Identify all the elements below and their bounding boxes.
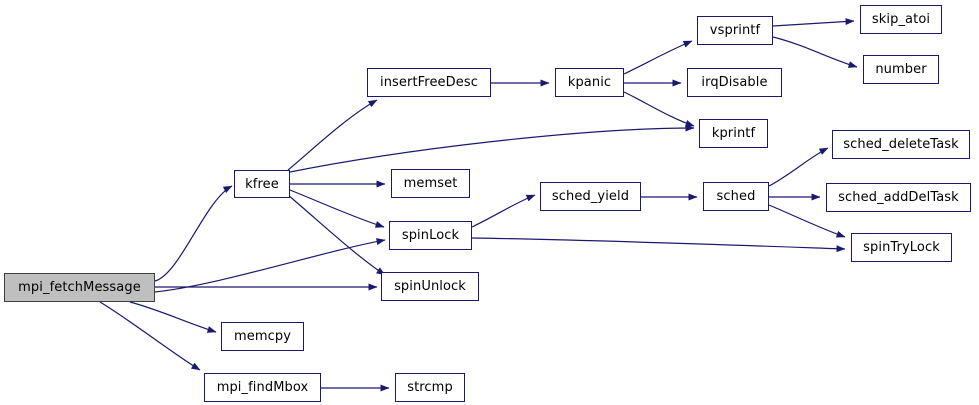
graph-edge-kfree-to-kprintf [289, 124, 695, 173]
graph-edge-mpi_fetchMessage-to-memcpy [129, 301, 217, 333]
graph-edge-kpanic-to-kprintf [623, 91, 695, 127]
graph-node-label: spinLock [401, 228, 460, 243]
graph-node-insertFreeDesc[interactable]: insertFreeDesc [367, 68, 491, 97]
graph-edge-mpi_fetchMessage-to-kfree [154, 185, 233, 282]
graph-node-label: sched_deleteTask [843, 137, 959, 152]
graph-node-label: mpi_fetchMessage [18, 280, 141, 295]
graph-node-kpanic[interactable]: kpanic [555, 68, 624, 97]
graph-node-kfree[interactable]: kfree [234, 170, 290, 198]
graph-node-label: spinUnlock [394, 279, 466, 294]
graph-node-label: vsprintf [709, 23, 761, 38]
graph-edge-sched-to-sched_deleteTask [768, 147, 829, 187]
graph-edge-spinLock-to-sched_yield [471, 194, 536, 228]
graph-edge-spinLock-to-spinTryLock [471, 237, 846, 253]
graph-node-number[interactable]: number [863, 55, 939, 84]
graph-node-spinTryLock[interactable]: spinTryLock [851, 233, 952, 262]
graph-node-skip_atoi[interactable]: skip_atoi [860, 5, 942, 34]
graph-node-memset[interactable]: memset [391, 169, 470, 198]
graph-edge-mpi_fetchMessage-to-mpi_findMbox [99, 301, 201, 371]
graph-node-sched_deleteTask[interactable]: sched_deleteTask [832, 130, 970, 159]
graph-node-label: kpanic [567, 75, 612, 90]
graph-node-strcmp[interactable]: strcmp [395, 373, 465, 402]
graph-edge-kfree-to-spinUnlock [287, 194, 386, 276]
graph-node-label: memcpy [233, 329, 292, 344]
graph-edge-mpi_fetchMessage-to-spinLock [154, 238, 386, 293]
graph-node-label: skip_atoi [871, 12, 931, 27]
graph-node-label: number [875, 62, 927, 77]
graph-node-label: sched_addDelTask [838, 190, 959, 205]
graph-node-kprintf[interactable]: kprintf [699, 119, 768, 148]
graph-node-label: sched [716, 189, 756, 204]
graph-node-mpi_fetchMessage[interactable]: mpi_fetchMessage [4, 273, 155, 302]
graph-edge-vsprintf-to-number [772, 36, 858, 68]
graph-node-label: irqDisable [701, 75, 768, 90]
graph-node-memcpy[interactable]: memcpy [221, 322, 304, 351]
graph-node-label: strcmp [407, 380, 453, 395]
graph-node-label: memset [403, 176, 458, 191]
graph-node-sched_yield[interactable]: sched_yield [540, 182, 641, 211]
graph-node-irqDisable[interactable]: irqDisable [687, 68, 782, 97]
graph-edge-kfree-to-spinLock [289, 189, 385, 228]
graph-node-mpi_findMbox[interactable]: mpi_findMbox [204, 373, 321, 402]
graph-node-label: kfree [245, 176, 279, 192]
graph-node-sched[interactable]: sched [703, 182, 769, 211]
graph-edge-kpanic-to-vsprintf [623, 40, 693, 75]
graph-node-label: sched_yield [551, 189, 630, 204]
graph-node-label: insertFreeDesc [380, 75, 478, 90]
graph-edge-vsprintf-to-skip_atoi [772, 18, 855, 27]
graph-node-sched_addDelTask[interactable]: sched_addDelTask [826, 183, 971, 212]
graph-edge-kfree-to-insertFreeDesc [287, 99, 378, 171]
graph-node-spinUnlock[interactable]: spinUnlock [381, 272, 479, 301]
graph-node-label: mpi_findMbox [216, 380, 309, 395]
graph-node-vsprintf[interactable]: vsprintf [697, 16, 773, 45]
graph-node-label: kprintf [711, 126, 756, 141]
graph-node-label: spinTryLock [863, 240, 940, 255]
graph-node-spinLock[interactable]: spinLock [389, 221, 472, 250]
